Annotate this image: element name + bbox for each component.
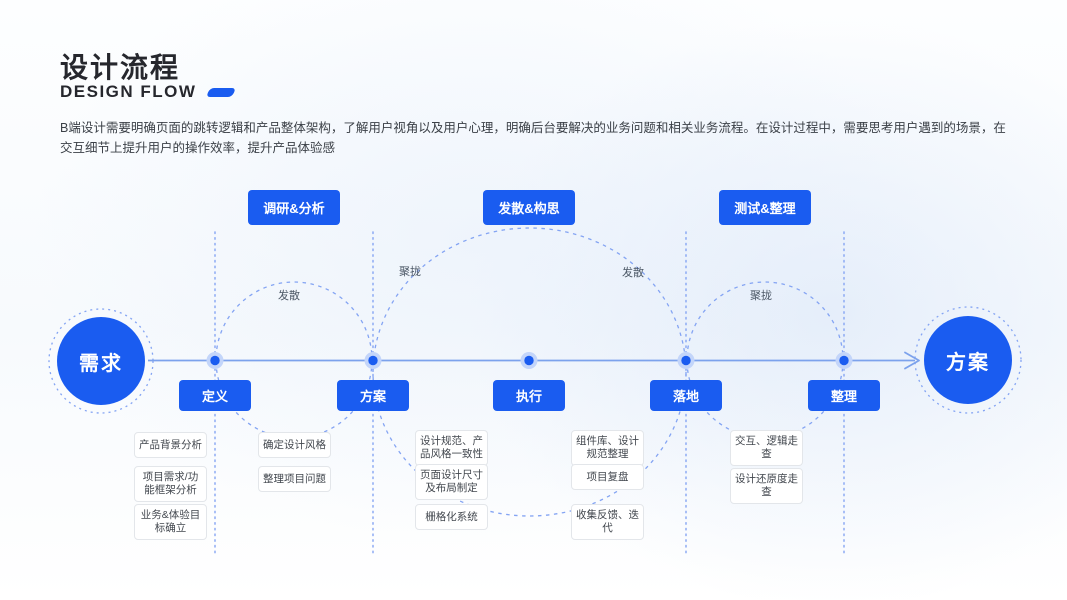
phase-label-testing: 测试&整理: [719, 190, 811, 225]
task-box: 设计还原度走查: [730, 468, 803, 504]
task-box: 组件库、设计规范整理: [571, 430, 644, 466]
stage-plan: 方案: [337, 380, 409, 411]
arc-label-diverge-2: 发散: [622, 267, 644, 279]
arc-label-diverge-1: 发散: [278, 290, 300, 302]
stage-organize: 整理: [808, 380, 880, 411]
arc-label-converge-1: 聚拢: [399, 266, 421, 278]
task-box: 页面设计尺寸及布局制定: [415, 464, 488, 500]
task-box: 设计规范、产品风格一致性: [415, 430, 488, 466]
task-box: 整理项目问题: [258, 466, 331, 492]
stage-define: 定义: [179, 380, 251, 411]
description-text: B端设计需要明确页面的跳转逻辑和产品整体架构，了解用户视角以及用户心理，明确后台…: [60, 121, 1006, 155]
page-subtitle-row: DESIGN FLOW: [60, 82, 237, 102]
task-box: 交互、逻辑走查: [730, 430, 803, 466]
task-box: 项目复盘: [571, 464, 644, 490]
stage-land: 落地: [650, 380, 722, 411]
task-box: 收集反馈、迭代: [571, 504, 644, 540]
page-title: 设计流程: [60, 52, 181, 83]
task-box: 项目需求/功能框架分析: [134, 466, 207, 502]
task-box: 确定设计风格: [258, 432, 331, 458]
phase-label-research: 调研&分析: [248, 190, 340, 225]
task-box: 产品背景分析: [134, 432, 207, 458]
arc-label-converge-2: 聚拢: [750, 290, 772, 302]
task-box: 栅格化系统: [415, 504, 488, 530]
stage-boundary-lines: [214, 231, 845, 557]
start-node-requirement: 需求: [57, 317, 145, 405]
task-box: 业务&体验目标确立: [134, 504, 207, 540]
stage-execute: 执行: [493, 380, 565, 411]
end-node-solution: 方案: [924, 316, 1012, 404]
phase-label-ideation: 发散&构思: [483, 190, 575, 225]
page-subtitle: DESIGN FLOW: [60, 82, 197, 101]
milestone-dots: [206, 352, 853, 369]
